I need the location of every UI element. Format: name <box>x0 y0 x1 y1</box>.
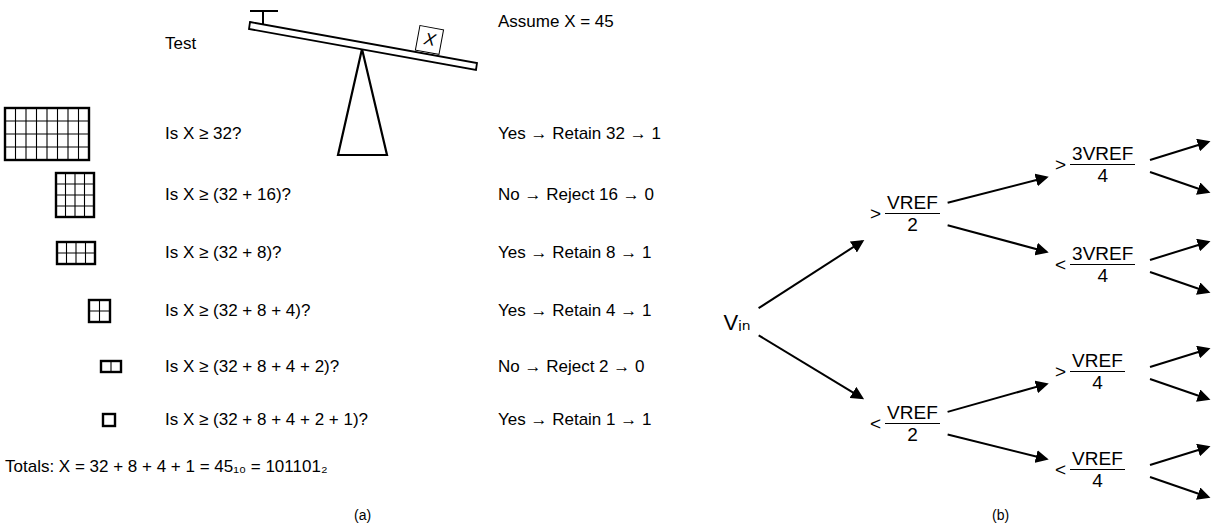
comparison-sign: > <box>1055 361 1066 383</box>
branch-arrow <box>1150 242 1208 260</box>
fraction-denominator: 2 <box>905 424 920 446</box>
weight-label: X <box>422 29 437 50</box>
test-result: No → Reject 16 → 0 <box>498 185 654 205</box>
fraction-numerator: VREF <box>1070 350 1125 373</box>
panel-label: (a) <box>354 505 371 525</box>
comparison-sign: < <box>1055 254 1066 276</box>
weight-4 <box>89 300 110 322</box>
test-result: No → Reject 2 → 0 <box>498 357 644 377</box>
unknown-weight-box: X <box>414 25 444 55</box>
test-question: Is X ≥ (32 + 8 + 4 + 2 + 1)? <box>165 410 368 430</box>
weight-grid <box>57 242 95 264</box>
fraction: VREF2 <box>885 192 940 237</box>
decision-arrow <box>948 434 1047 458</box>
test-heading: Test <box>165 34 196 54</box>
fraction-denominator: 4 <box>1090 372 1105 394</box>
fraction-denominator: 4 <box>1090 470 1105 492</box>
test-result: Yes → Retain 32 → 1 <box>498 124 661 144</box>
weight-grid <box>5 108 89 160</box>
weight-1 <box>103 414 115 426</box>
balance-scale <box>249 11 477 155</box>
totals-line: Totals: X = 32 + 8 + 4 + 1 = 45₁₀ = 1011… <box>5 457 327 477</box>
fraction: VREF4 <box>1070 448 1125 493</box>
node-text: Vᵢₙ <box>724 310 751 335</box>
weights <box>5 108 121 426</box>
branch-arrow <box>1150 379 1208 399</box>
threshold-node: >3VREF4 <box>1052 141 1138 190</box>
test-question: Is X ≥ (32 + 8 + 4 + 2)? <box>165 357 339 377</box>
weight-2 <box>101 361 121 372</box>
branch-arrow <box>1150 349 1208 367</box>
left-pan <box>250 11 278 24</box>
fraction-numerator: 3VREF <box>1070 243 1135 266</box>
comparison-sign: < <box>1055 459 1066 481</box>
panel-label: (b) <box>992 505 1009 525</box>
balance-beam <box>249 22 477 70</box>
threshold-node: >VREF4 <box>1052 348 1128 397</box>
fraction-denominator: 4 <box>1095 265 1110 287</box>
decision-arrow <box>948 177 1047 202</box>
test-result: Yes → Retain 4 → 1 <box>498 301 651 321</box>
test-question: Is X ≥ 32? <box>165 124 241 144</box>
assumption-note: Assume X = 45 <box>498 12 614 32</box>
open-branch-arrows <box>1150 142 1208 497</box>
weight-32 <box>5 108 89 160</box>
test-question: Is X ≥ (32 + 8 + 4)? <box>165 301 310 321</box>
fraction-numerator: VREF <box>885 192 940 215</box>
branch-arrow <box>1150 272 1208 292</box>
comparison-sign: > <box>870 203 881 225</box>
threshold-node: >VREF2 <box>867 190 943 239</box>
fraction-denominator: 2 <box>905 214 920 236</box>
branch-arrow <box>1150 142 1208 160</box>
test-result: Yes → Retain 1 → 1 <box>498 410 651 430</box>
fraction-numerator: VREF <box>1070 448 1125 471</box>
fraction: 3VREF4 <box>1070 143 1135 188</box>
fraction: VREF2 <box>885 402 940 447</box>
fraction: 3VREF4 <box>1070 243 1135 288</box>
weight-16 <box>56 173 94 217</box>
fraction-denominator: 4 <box>1095 165 1110 187</box>
branch-arrow <box>1150 477 1208 497</box>
weight-grid <box>110 361 111 372</box>
decision-arrow <box>948 225 1047 251</box>
branch-arrow <box>1150 172 1208 192</box>
weight-grid <box>56 173 94 217</box>
threshold-node: <VREF4 <box>1052 446 1128 495</box>
threshold-node: <VREF2 <box>867 400 943 449</box>
fraction-numerator: 3VREF <box>1070 143 1135 166</box>
input-voltage: Vᵢₙ <box>720 308 755 337</box>
decision-arrow <box>759 335 862 397</box>
test-result: Yes → Retain 8 → 1 <box>498 243 651 263</box>
decision-arrow <box>759 241 862 308</box>
decision-arrow <box>948 384 1047 412</box>
weight-8 <box>57 242 95 264</box>
comparison-sign: > <box>1055 154 1066 176</box>
fraction-numerator: VREF <box>885 402 940 425</box>
fraction: VREF4 <box>1070 350 1125 395</box>
fulcrum <box>338 49 387 155</box>
test-question: Is X ≥ (32 + 16)? <box>165 185 291 205</box>
threshold-node: <3VREF4 <box>1052 241 1138 290</box>
test-question: Is X ≥ (32 + 8)? <box>165 243 282 263</box>
comparison-sign: < <box>870 413 881 435</box>
weight-grid <box>89 300 110 322</box>
branch-arrow <box>1150 447 1208 465</box>
